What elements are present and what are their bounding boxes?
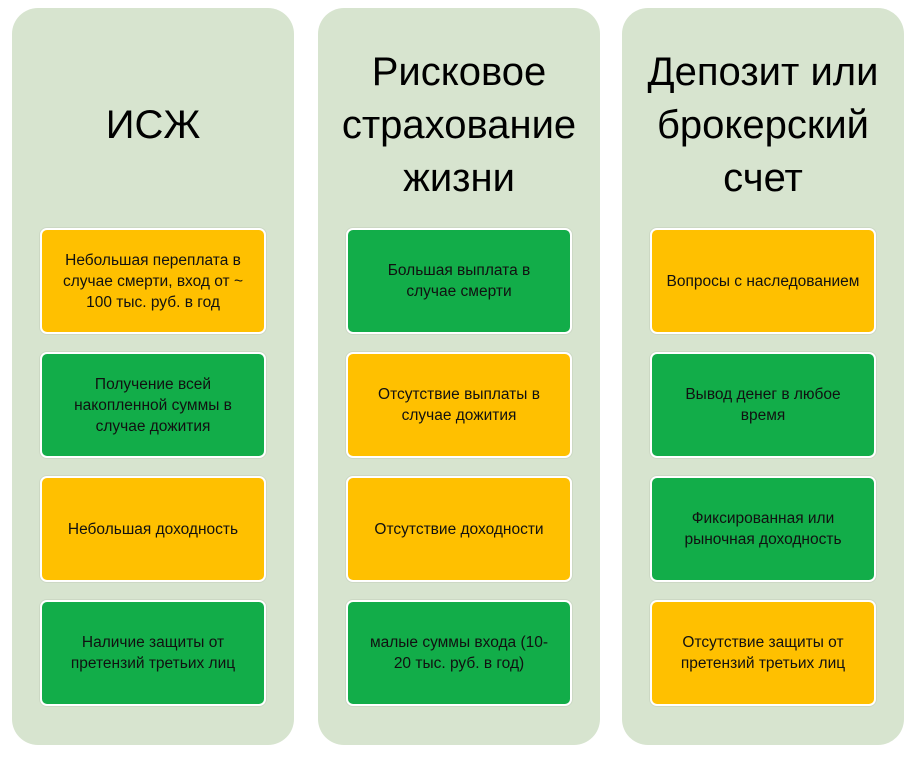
card-risk-2: Отсутствие выплаты в случае дожития: [346, 352, 572, 458]
column-risk-insurance: Рисковое страхование жизни Большая выпла…: [318, 8, 600, 745]
column-title: Депозит или брокерский счет: [647, 49, 879, 200]
card-deposit-1: Вопросы с наследованием: [650, 228, 876, 334]
card-risk-1: Большая выплата в случае смерти: [346, 228, 572, 334]
card-isz-1: Небольшая переплата в случае смерти, вхо…: [40, 228, 266, 334]
column-title: ИСЖ: [105, 102, 201, 147]
card-isz-4: Наличие защиты от претензий третьих лиц: [40, 600, 266, 706]
card-deposit-3: Фиксированная или рыночная доходность: [650, 476, 876, 582]
column-deposit-brokerage: Депозит или брокерский счет Вопросы с на…: [622, 8, 904, 745]
column-title: Рисковое страхование жизни: [341, 49, 577, 200]
card-isz-3: Небольшая доходность: [40, 476, 266, 582]
card-risk-3: Отсутствие доходности: [346, 476, 572, 582]
card-deposit-4: Отсутствие защиты от претензий третьих л…: [650, 600, 876, 706]
column-isz: ИСЖ Небольшая переплата в случае смерти,…: [12, 8, 294, 745]
card-isz-2: Получение всей накопленной суммы в случа…: [40, 352, 266, 458]
card-risk-4: малые суммы входа (10-20 тыс. руб. в год…: [346, 600, 572, 706]
card-deposit-2: Вывод денег в любое время: [650, 352, 876, 458]
